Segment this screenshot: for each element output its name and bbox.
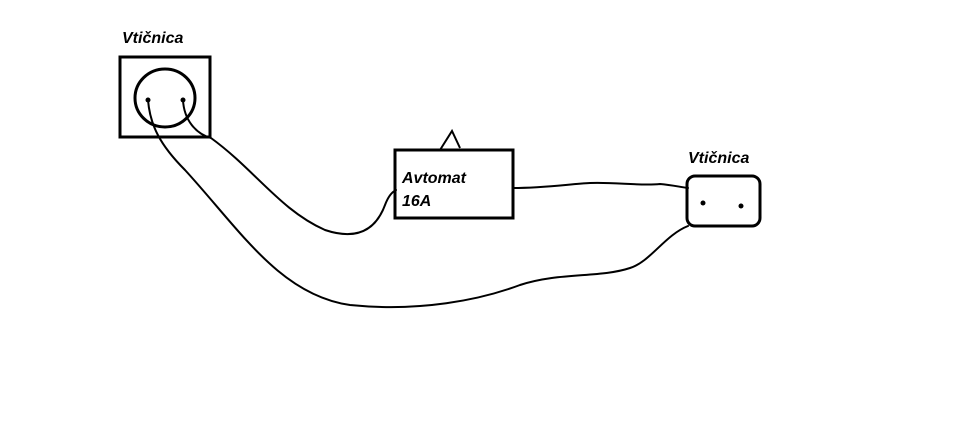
breaker-box	[393, 148, 515, 220]
right-socket-label: Vtičnica	[688, 150, 750, 167]
wire-left-socket-to-breaker	[182, 99, 397, 236]
breaker-lever	[439, 128, 461, 151]
left-socket-face	[133, 67, 197, 129]
circuit-breaker	[393, 128, 515, 220]
left-socket-label: Vtičnica	[122, 30, 184, 47]
left-socket	[118, 55, 212, 139]
right-socket	[685, 174, 762, 228]
left-socket-box	[118, 55, 212, 139]
right-socket-box	[685, 174, 762, 228]
right-socket-pin-left	[700, 200, 706, 206]
breaker-label: Avtomat 16A	[402, 167, 466, 213]
breaker-label-line2: 16A	[402, 193, 432, 210]
right-socket-pin-right	[738, 203, 744, 209]
wire-breaker-to-right-socket	[512, 181, 689, 189]
breaker-label-line1: Avtomat	[402, 170, 467, 187]
wire-left-socket-to-right-socket	[147, 99, 689, 309]
